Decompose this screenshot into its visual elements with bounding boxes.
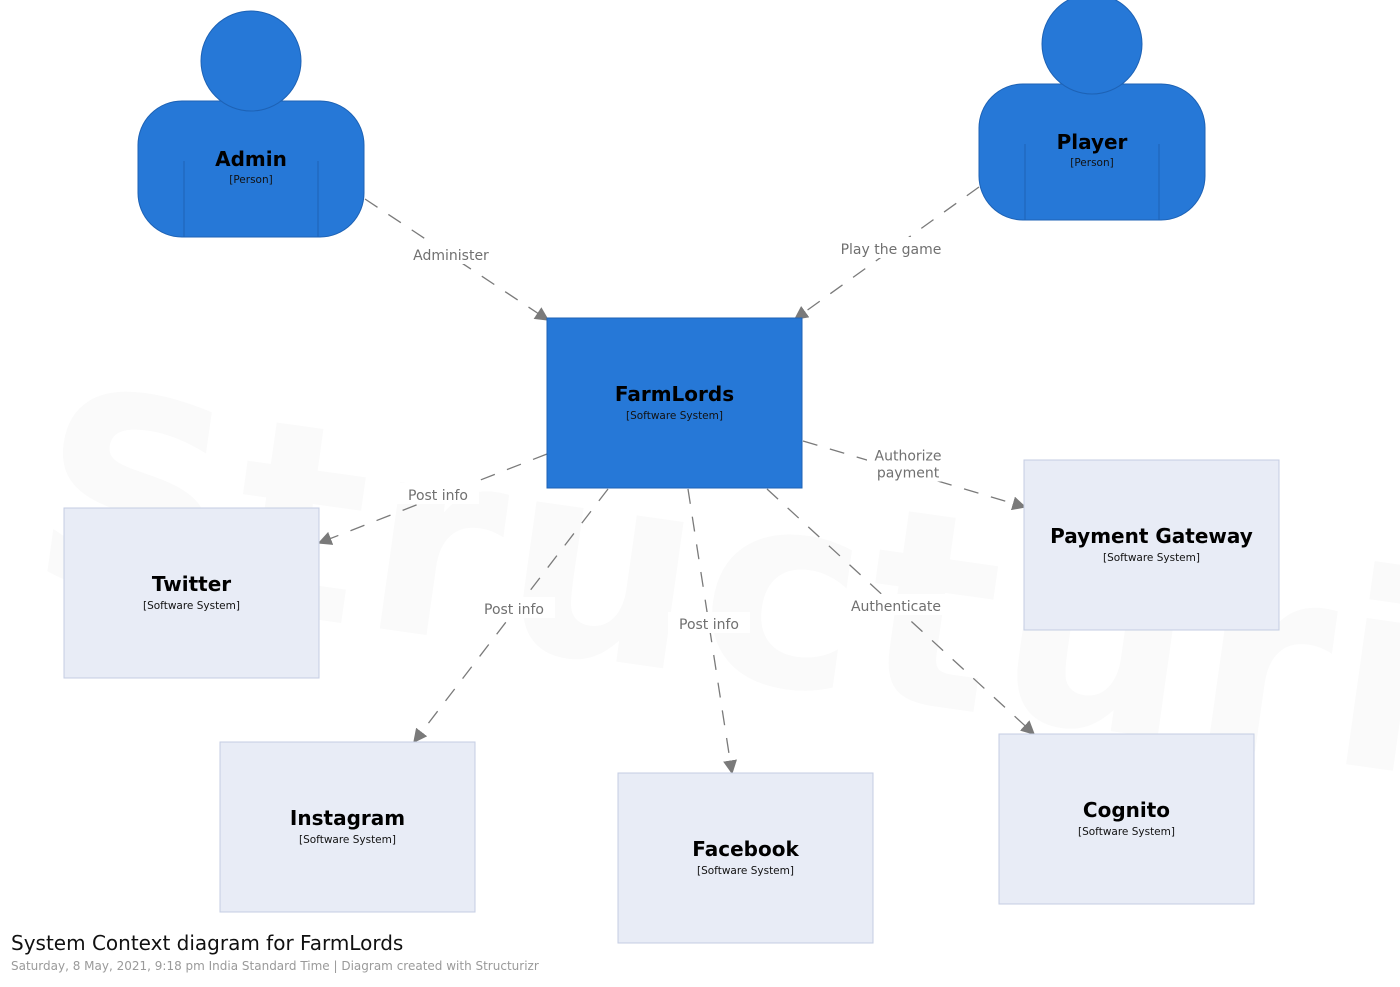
system-cognito[interactable]: Cognito [Software System]	[998, 733, 1255, 905]
relationship-admin-farmlords	[364, 198, 550, 321]
relationship-label-bg	[397, 483, 479, 504]
relationship-label-farmlords-payment: Authorize	[875, 449, 942, 465]
person-admin[interactable]: Admin [Person]	[137, 10, 365, 238]
relationship-label-farmlords-cognito: Authenticate	[851, 599, 941, 615]
system-name: Payment Gateway	[1050, 524, 1253, 548]
system-box	[617, 772, 874, 944]
person-name: Admin	[215, 147, 287, 171]
diagram-title: System Context diagram for FarmLords	[11, 931, 404, 955]
relationship-farmlords-instagram	[413, 488, 609, 744]
system-farmlords[interactable]: FarmLords [Software System]	[546, 317, 803, 489]
system-instagram[interactable]: Instagram [Software System]	[219, 741, 476, 913]
relationship-label-bg	[834, 237, 948, 258]
system-type: [Software System]	[626, 410, 723, 422]
relationship-label-farmlords-twitter: Post info	[408, 488, 468, 504]
system-name: FarmLords	[615, 382, 734, 406]
person-head	[1041, 0, 1143, 95]
diagram-metadata: Saturday, 8 May, 2021, 9:18 pm India Sta…	[11, 959, 539, 973]
relationship-label-farmlords-payment: payment	[877, 466, 940, 482]
system-name: Instagram	[290, 806, 405, 830]
system-type: [Software System]	[1078, 826, 1175, 838]
relationship-labels-layer: Administer Play the gameAuthorizepaymentP…	[397, 237, 949, 633]
person-head	[200, 10, 302, 112]
person-type: [Person]	[1070, 157, 1113, 169]
system-box	[998, 733, 1255, 905]
relationship-label-player-farmlords: Play the game	[841, 242, 942, 258]
system-name: Facebook	[692, 837, 799, 861]
relationship-label-bg	[406, 243, 496, 264]
system-type: [Software System]	[299, 834, 396, 846]
system-twitter[interactable]: Twitter [Software System]	[63, 507, 320, 679]
system-type: [Software System]	[143, 600, 240, 612]
system-type: [Software System]	[697, 865, 794, 877]
system-box	[219, 741, 476, 913]
system-payment[interactable]: Payment Gateway [Software System]	[1023, 459, 1280, 631]
relationship-label-admin-farmlords: Administer	[413, 248, 489, 264]
system-name: Twitter	[152, 572, 231, 596]
elements-layer: Admin [Person] Player [Person] FarmLords [Sof…	[63, 0, 1280, 944]
system-type: [Software System]	[1103, 552, 1200, 564]
relationship-label-bg	[473, 597, 555, 618]
person-type: [Person]	[229, 174, 272, 186]
system-box	[1023, 459, 1280, 631]
relationship-label-bg	[843, 594, 949, 615]
person-player[interactable]: Player [Person]	[978, 0, 1206, 221]
relationship-label-farmlords-instagram: Post info	[484, 602, 544, 618]
system-box	[546, 317, 803, 489]
relationship-label-farmlords-facebook: Post info	[679, 617, 739, 633]
system-name: Cognito	[1083, 798, 1170, 822]
system-facebook[interactable]: Facebook [Software System]	[617, 772, 874, 944]
person-name: Player	[1057, 130, 1128, 154]
relationship-label-bg	[668, 612, 750, 633]
system-box	[63, 507, 320, 679]
relationship-label-bg	[867, 443, 949, 482]
